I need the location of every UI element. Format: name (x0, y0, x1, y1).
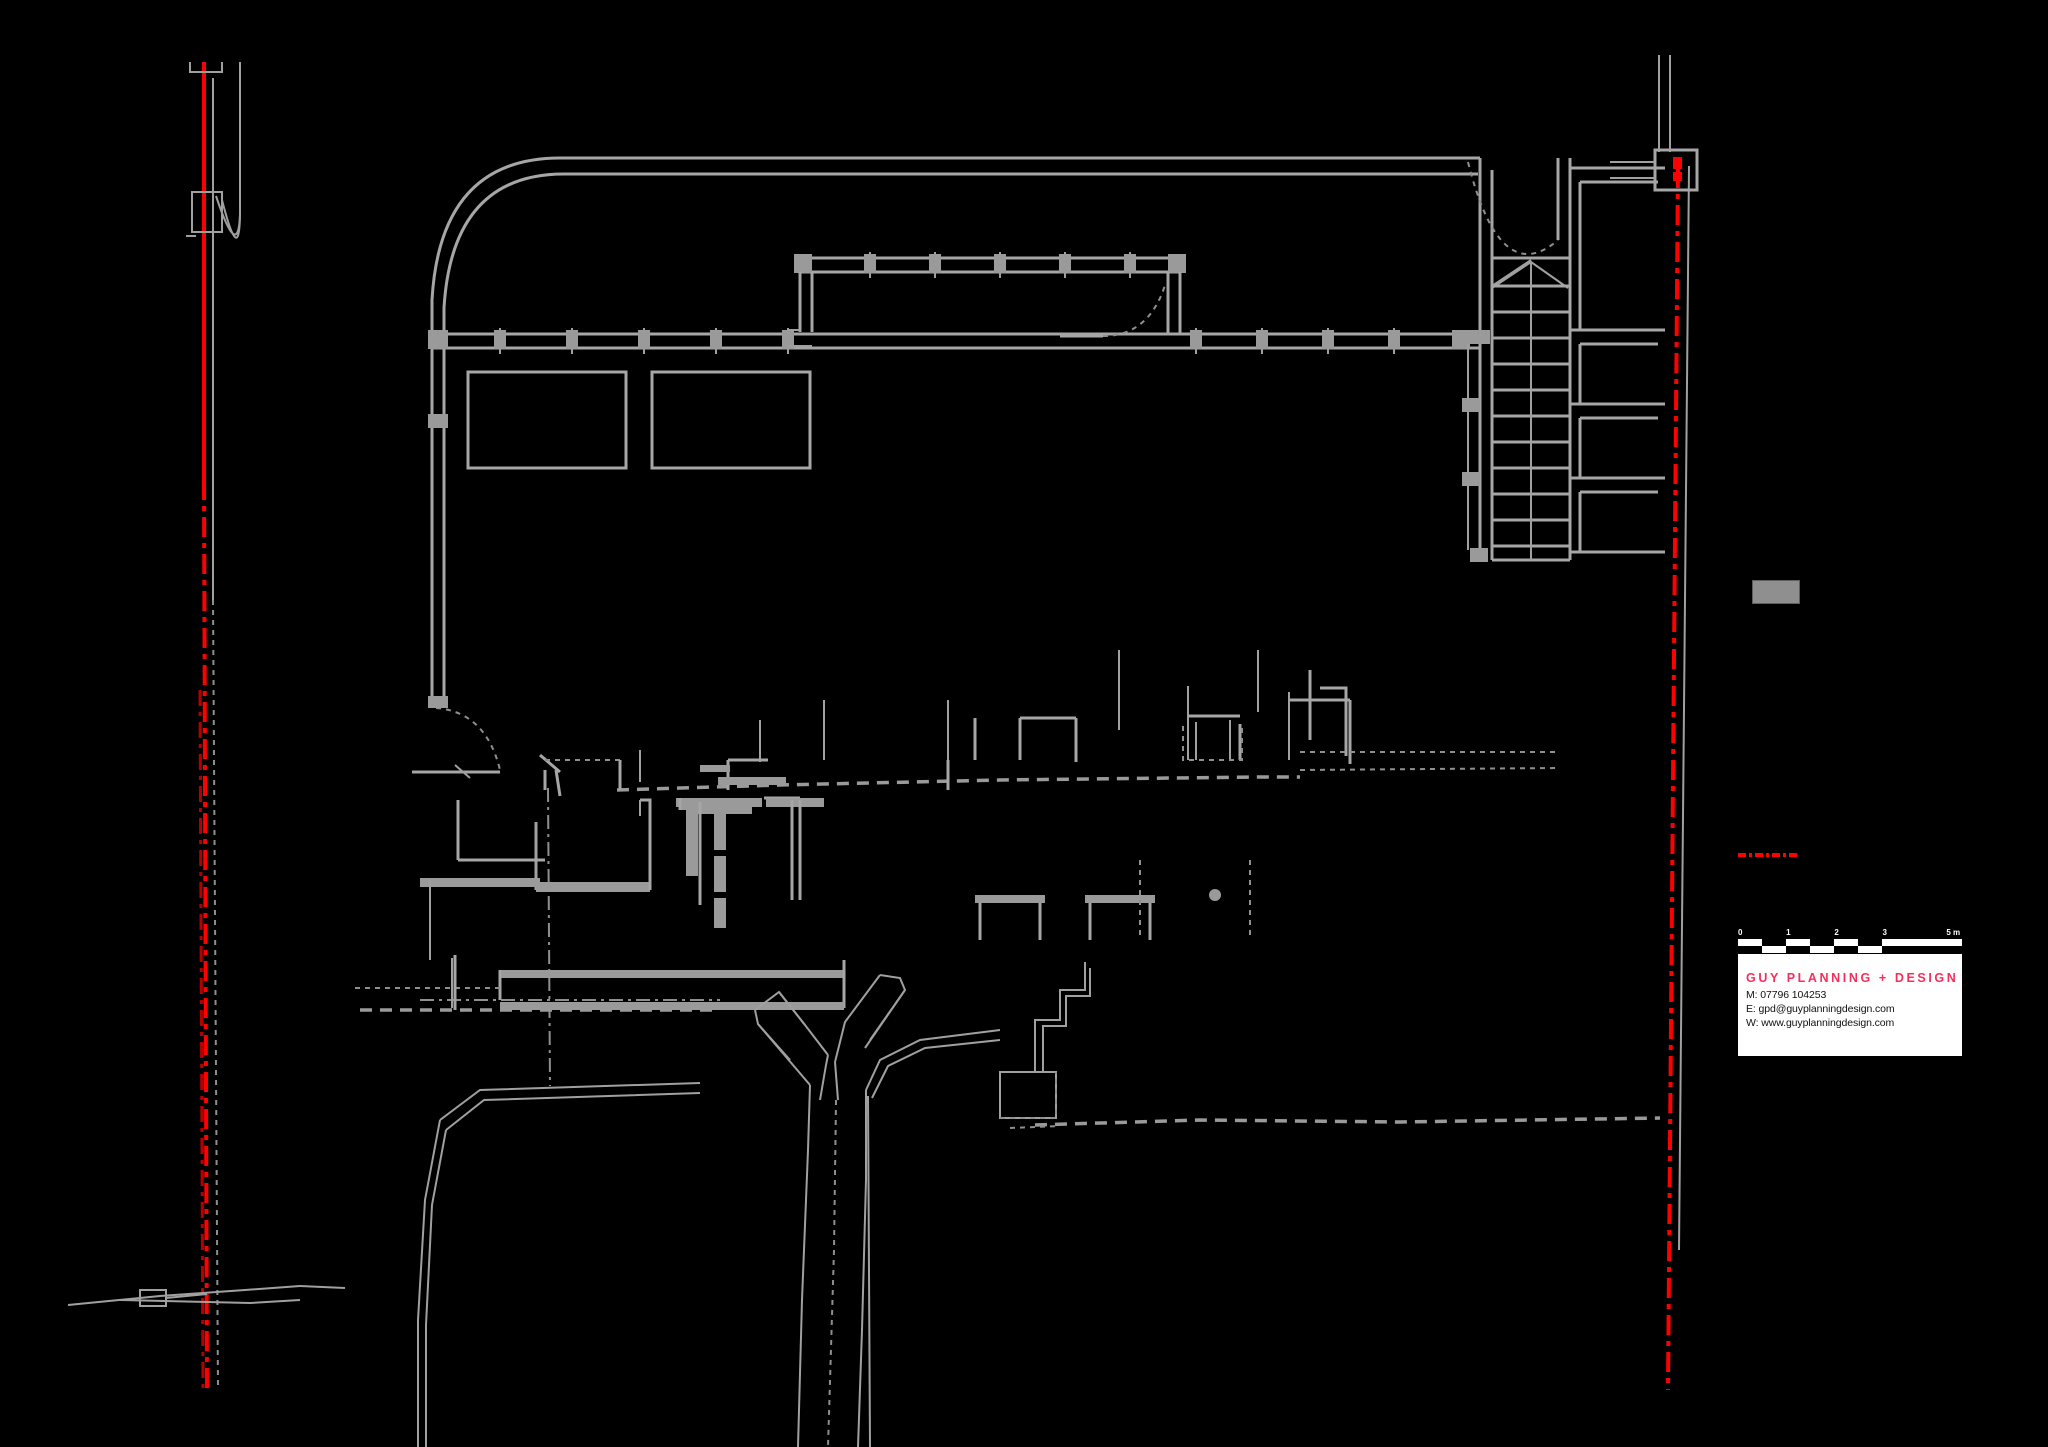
staircase-block (1462, 158, 1572, 562)
scale-seg-bottom-2 (1786, 946, 1811, 953)
scale-tick-3: 3 (1882, 928, 1887, 937)
legend-red-dash-sample (1738, 853, 1800, 857)
scale-seg-top-0 (1738, 939, 1762, 946)
beam-upper-right (1190, 328, 1470, 354)
site-boundary-left (186, 62, 223, 1391)
road-boundary-lower (417, 962, 1661, 1447)
scale-seg-bottom-4 (1834, 946, 1859, 953)
lower-survey-plan (355, 650, 1561, 1087)
firm-name: GUY PLANNING + DESIGN (1746, 971, 1959, 985)
scale-seg-bottom-0 (1738, 946, 1762, 953)
building-upper-plan (412, 156, 1665, 774)
scale-seg-top-4 (1834, 939, 1859, 946)
scale-tick-0: 0 (1738, 928, 1743, 937)
scale-bar-row-top (1738, 939, 1962, 946)
scale-bar-row-bottom (1738, 946, 1962, 953)
skylight-left (466, 370, 628, 470)
scale-seg-top-1 (1761, 939, 1787, 946)
scale-seg-bottom-3 (1810, 946, 1835, 953)
scale-tick-1: 1 (1786, 928, 1791, 937)
scale-seg-top-6 (1882, 939, 1962, 946)
survey-arm-bottom-left (67, 1285, 346, 1307)
site-boundary-right (1610, 55, 1699, 1391)
scale-seg-top-2 (1786, 939, 1811, 946)
right-rooms (1570, 166, 1665, 554)
driveway-tree-feature (754, 974, 907, 1447)
beam-upper-left (428, 328, 1480, 354)
contact-email: E: gpd@guyplanningdesign.com (1746, 1002, 1895, 1015)
scale-tick-2: 2 (1834, 928, 1839, 937)
contact-website: W: www.guyplanningdesign.com (1746, 1016, 1895, 1029)
left-curved-edge (215, 62, 241, 239)
scale-bar: 0 1 2 3 5 m (1738, 928, 1962, 956)
title-block: GUY PLANNING + DESIGN M: 07796 104253 E:… (1738, 954, 1962, 1056)
contact-mobile: M: 07796 104253 (1746, 989, 1827, 1001)
scale-tick-4: 5 m (1946, 928, 1961, 937)
scale-seg-bottom-1 (1761, 946, 1787, 953)
legend-grey-swatch (1752, 580, 1800, 604)
scale-seg-bottom-5 (1858, 946, 1883, 953)
skylight-right (650, 370, 812, 470)
scale-seg-top-3 (1810, 939, 1835, 946)
scale-seg-bottom-6 (1882, 946, 1962, 953)
scale-seg-top-5 (1858, 939, 1883, 946)
scale-tick-labels: 0 1 2 3 5 m (1738, 928, 1962, 939)
beam-inner-top (794, 252, 1186, 278)
